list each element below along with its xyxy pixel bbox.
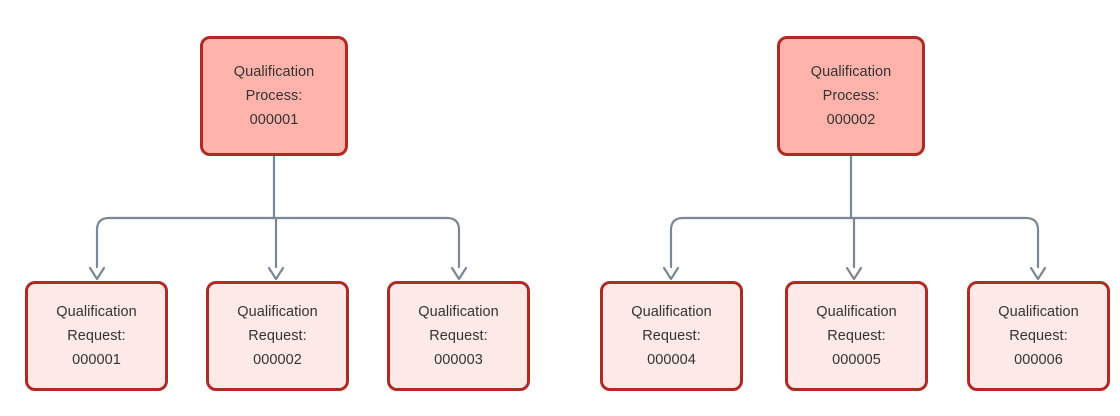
node-qualification-request-000001[interactable]: Qualification Request: 000001 (25, 281, 168, 391)
node-label-line-2: Request: (67, 328, 126, 344)
edge-p2-c4-arrowhead (662, 266, 680, 281)
edge-p1-c1 (95, 216, 276, 269)
node-label-line-1: Qualification (418, 304, 499, 320)
edge-p2-c4 (669, 216, 853, 269)
node-label-line-3: 000005 (832, 352, 881, 368)
edge-p2-c6 (849, 216, 1040, 269)
node-qualification-process-000002[interactable]: Qualification Process: 000002 (777, 36, 925, 156)
node-label-line-1: Qualification (816, 304, 897, 320)
node-qualification-request-000005[interactable]: Qualification Request: 000005 (785, 281, 928, 391)
node-label-line-2: Request: (1009, 328, 1068, 344)
node-label-line-3: 000003 (434, 352, 483, 368)
edge-p1-c3-arrowhead (450, 266, 468, 281)
node-label-line-2: Request: (429, 328, 488, 344)
node-label-line-2: Request: (642, 328, 701, 344)
edge-p2-c6-arrowhead (1029, 266, 1047, 281)
node-label-line-3: 000002 (253, 352, 302, 368)
node-label-line-2: Process: (822, 88, 880, 104)
node-label-line-2: Request: (248, 328, 307, 344)
node-label-line-3: 000001 (72, 352, 121, 368)
node-qualification-request-000006[interactable]: Qualification Request: 000006 (967, 281, 1110, 391)
node-qualification-request-000004[interactable]: Qualification Request: 000004 (600, 281, 743, 391)
edge-p1-c2-arrowhead (267, 266, 285, 281)
node-label-line-3: 000002 (826, 112, 876, 128)
node-label-line-1: Qualification (810, 64, 892, 80)
node-label-line-3: 000001 (249, 112, 299, 128)
edge-p2-c5-arrowhead (845, 266, 863, 281)
node-label-line-3: 000004 (647, 352, 696, 368)
node-label-line-3: 000006 (1014, 352, 1063, 368)
node-qualification-request-000002[interactable]: Qualification Request: 000002 (206, 281, 349, 391)
node-label-line-1: Qualification (56, 304, 137, 320)
node-label-line-1: Qualification (233, 64, 315, 80)
node-qualification-process-000001[interactable]: Qualification Process: 000001 (200, 36, 348, 156)
node-label-line-2: Process: (245, 88, 303, 104)
edge-p1-c3 (272, 216, 461, 269)
node-label-line-1: Qualification (998, 304, 1079, 320)
node-label-line-2: Request: (827, 328, 886, 344)
node-label-line-1: Qualification (631, 304, 712, 320)
node-qualification-request-000003[interactable]: Qualification Request: 000003 (387, 281, 530, 391)
edge-p1-c1-arrowhead (88, 266, 106, 281)
node-label-line-1: Qualification (237, 304, 318, 320)
